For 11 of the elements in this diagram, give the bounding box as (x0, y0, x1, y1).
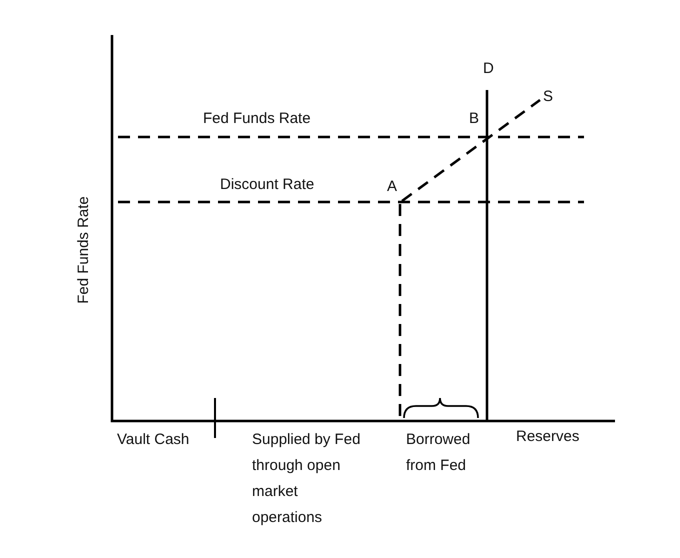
axis-title: Reserves (516, 427, 580, 447)
axis-title: Fed Funds Rate (74, 196, 93, 304)
axis-segment-label: Supplied by Fed through open market operations (252, 430, 362, 528)
curve-label: S (543, 87, 554, 107)
axis-segment-label: Borrowed from Fed (406, 430, 472, 476)
curve-label: D (483, 59, 494, 79)
line-label: Discount Rate (220, 175, 314, 195)
line-label: Fed Funds Rate (203, 109, 311, 129)
point-label: A (387, 177, 398, 197)
point-label: B (469, 109, 480, 129)
axis-segment-label: Vault Cash (117, 430, 190, 450)
